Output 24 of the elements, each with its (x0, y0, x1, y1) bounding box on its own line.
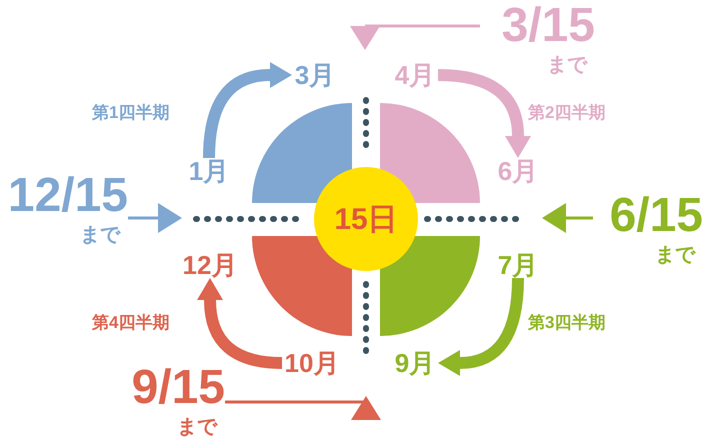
curved-arrow (197, 278, 282, 369)
month-label: 12月 (180, 252, 240, 278)
month-label: 3月 (292, 62, 338, 88)
month-label: 6月 (495, 158, 541, 184)
leader-arrow (350, 24, 480, 50)
curved-arrow (438, 278, 524, 376)
leader-arrow (542, 203, 593, 233)
curved-arrow (438, 69, 531, 158)
month-label: 9月 (392, 350, 438, 376)
leader-arrow (128, 203, 182, 233)
month-label: 7月 (495, 252, 541, 278)
month-label: 1月 (186, 158, 232, 184)
curved-arrow (203, 62, 292, 158)
deadline-suffix: まで (654, 243, 697, 268)
deadline-suffix: まで (79, 223, 122, 248)
deadline-suffix: まで (176, 415, 219, 440)
deadline-date: 6/15 (608, 190, 703, 242)
leader-arrow (225, 396, 381, 420)
month-label: 4月 (392, 62, 438, 88)
deadline-date: 3/15 (500, 0, 595, 52)
deadline-date: 9/15 (130, 362, 225, 414)
deadline-date: 12/15 (6, 170, 128, 222)
month-label: 10月 (282, 350, 342, 376)
deadline-suffix: まで (546, 53, 589, 78)
